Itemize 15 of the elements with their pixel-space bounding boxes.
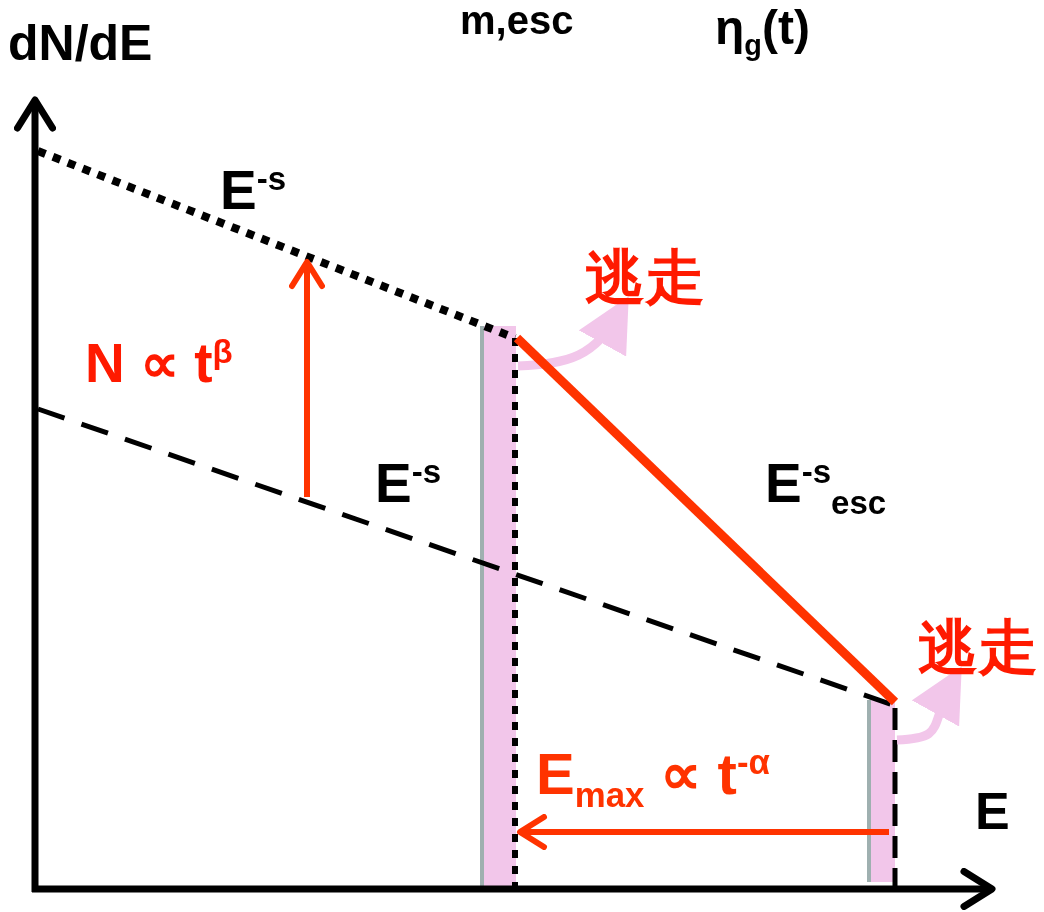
shaded-band (480, 326, 516, 888)
edge-label: E$_{max}$ ∝ t$^{-α}$ (536, 745, 770, 813)
arrow (517, 814, 889, 850)
axis-label: E (975, 785, 1010, 837)
arrow (517, 296, 630, 371)
axis-label: dN/dE (8, 18, 153, 68)
escape-label: 逃走 (585, 248, 705, 308)
heading-text: η$_{g}$(t) (715, 4, 810, 60)
shaded-band (867, 700, 895, 882)
power-law-label: E$^{-s}$ (375, 455, 442, 512)
growth-label: N ∝ t$^{β}$ (85, 335, 233, 392)
arrow (896, 665, 962, 745)
heading-text: m,esc (460, 0, 574, 40)
escape-label: 逃走 (918, 618, 1038, 678)
power-law-label: E$^{-s}$ (220, 162, 287, 219)
